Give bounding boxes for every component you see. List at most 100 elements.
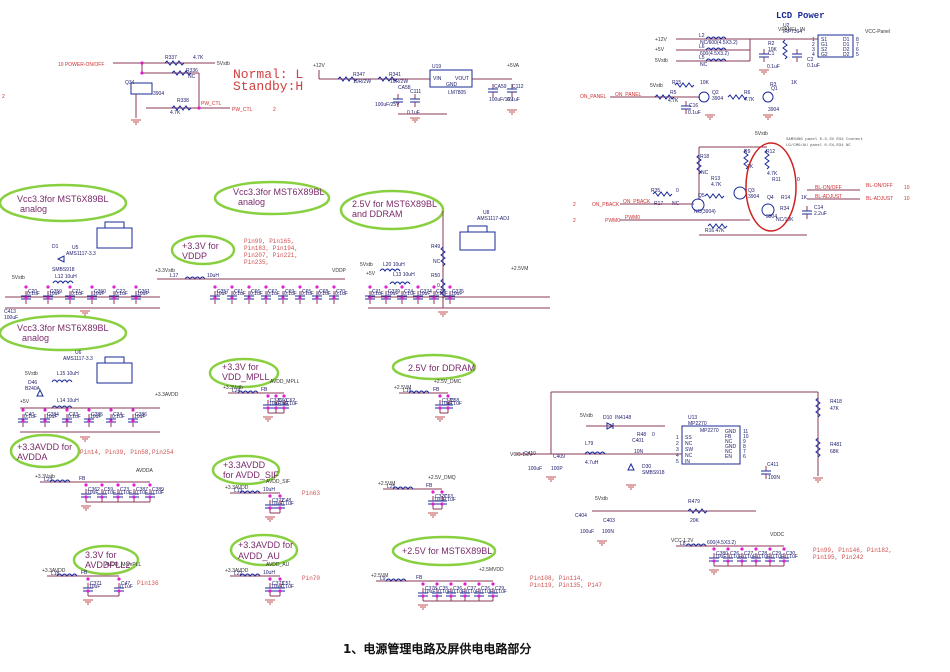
pin-note-vddp-3: Pin207, Pin221, xyxy=(244,252,298,259)
q5-type: NC(3904) xyxy=(694,209,716,215)
ca58-value: 100uF/25V xyxy=(375,102,400,108)
junction-dot xyxy=(109,408,113,412)
u13-pin-right: GND xyxy=(725,444,737,450)
ground-icon xyxy=(708,569,720,575)
u13-label: U13 xyxy=(688,415,697,421)
r13-value: 4.7K xyxy=(711,182,722,188)
r14-value: 1K xyxy=(801,195,808,201)
q4-label: Q4 xyxy=(767,195,774,201)
cap-value: 10uF xyxy=(419,291,430,297)
cap-label: C377 xyxy=(435,494,447,500)
bl-onoff-port[interactable]: BL-ON/OFF xyxy=(866,183,893,189)
ground-icon xyxy=(82,599,94,605)
cap-label: C63 xyxy=(444,494,453,500)
d46-label: D46 xyxy=(28,380,37,386)
bubble-vcc33-analog-1-line1: Vcc3.3for MST6X89BL xyxy=(17,194,109,204)
bl-adjust-port[interactable]: BL-ADJUST xyxy=(866,196,893,202)
junction-dot xyxy=(384,285,388,289)
junction-dot xyxy=(21,419,25,423)
cap-label: C384 xyxy=(47,412,59,418)
junction-dot xyxy=(134,296,138,300)
u13-pin-right: NC xyxy=(725,439,733,445)
inductor-label: L18 xyxy=(51,571,60,577)
junction-dot xyxy=(400,296,404,300)
l15-label: L15 10uH xyxy=(57,371,79,377)
on-pback-port[interactable]: ON_PBACK xyxy=(592,202,620,208)
net-vcc12-mp: VCC-1.2V xyxy=(510,452,533,458)
cap-label: C47 xyxy=(121,581,130,587)
junction-dot xyxy=(278,577,282,581)
cap-value: 10uF xyxy=(424,589,435,595)
cap-value: 0.1uF xyxy=(335,291,348,297)
junction-dot xyxy=(116,495,120,499)
d30-part: SMBS918 xyxy=(642,470,665,476)
junction-dot xyxy=(726,547,730,551)
cap-value: 0.1uF xyxy=(281,501,294,507)
u13-mp2270 xyxy=(681,425,741,465)
net-vcc-panel: VCC-Panel xyxy=(865,29,890,35)
junction-dot xyxy=(278,589,282,593)
l6-value: 600(4.5X3.2) xyxy=(700,51,729,57)
junction-dot xyxy=(281,296,285,300)
cap-value: 0.1uF xyxy=(24,414,37,420)
q1-transistor xyxy=(762,91,774,103)
cap-label: C371 xyxy=(90,581,102,587)
junction-dot xyxy=(65,408,69,412)
junction-dot xyxy=(768,559,772,563)
power-on-off-port[interactable]: 10 POWER-ON/OFF xyxy=(58,62,104,68)
cap-value: 10uF xyxy=(134,414,145,420)
bubble-avdda-line1: +3.3AVDD for xyxy=(17,442,72,452)
q2-label: Q2 xyxy=(712,90,719,96)
r35-label: R35 xyxy=(651,188,660,194)
cap-value: 10uF xyxy=(87,490,98,496)
pw-ctl-port[interactable]: PW_CTL xyxy=(232,107,253,113)
cap-label: C26 xyxy=(730,551,739,557)
cap-label: C28 xyxy=(758,551,767,557)
junction-dot xyxy=(431,502,435,506)
u13-part-inner: MP2270 xyxy=(700,428,719,434)
cap-label: C374 xyxy=(420,289,432,295)
l2-value: NC/600(4.5X3.2) xyxy=(700,40,738,46)
bead-label: FB xyxy=(426,483,433,489)
r18-value: NC xyxy=(701,170,709,176)
net-on-pback: ON_PBACK xyxy=(623,199,651,205)
u13-pin-num-left: 2 xyxy=(676,441,679,447)
l20-label: L20 10uH xyxy=(383,262,405,268)
junction-dot xyxy=(134,285,138,289)
r34-value: NC/10K xyxy=(776,217,794,223)
pin-note-vddp-2: Pin183, Pin194, xyxy=(244,245,298,252)
pwm-port[interactable]: PWM0 xyxy=(605,218,620,224)
ca59-label: CA59 xyxy=(494,84,507,90)
cap-label: C386 xyxy=(135,412,147,418)
ground-icon xyxy=(262,416,274,422)
net-vpanel-in: VPANEL_IN xyxy=(778,27,806,33)
u19-gnd: GND xyxy=(446,82,458,88)
junction-dot xyxy=(754,547,758,551)
cap-value: 10uF xyxy=(387,291,398,297)
c413-label: C413 xyxy=(4,309,16,315)
junction-dot xyxy=(132,495,136,499)
net-5vstb-u5: 5Vstb xyxy=(12,275,25,281)
r14-label: R14 xyxy=(781,195,790,201)
bead-label: FB xyxy=(416,575,423,581)
inductor-label: L23 xyxy=(44,477,53,483)
cap-label: C389 xyxy=(152,487,164,493)
junction-dot xyxy=(100,483,104,487)
r15-label: R15 xyxy=(672,80,681,86)
u2-part: IRF7314 xyxy=(783,29,802,35)
on-panel-port[interactable]: ON_PANEL xyxy=(580,94,607,100)
cap-label: C33 xyxy=(69,412,78,418)
d46-diode xyxy=(36,388,44,397)
cap-label: C22 xyxy=(116,289,125,295)
cap-value: 0.1uF xyxy=(135,490,148,496)
junction-dot xyxy=(298,285,302,289)
u8-regulator-block: U8 AMS1117-ADJ R49 NC R50 0 5Vstb +5V L2… xyxy=(360,210,550,317)
net-5vstb-u8: 5Vstb xyxy=(360,262,373,268)
cap-label: C30 xyxy=(786,551,795,557)
u2-pin-right: D1 xyxy=(843,37,850,43)
c112-value: 0.1uF xyxy=(507,97,520,103)
src-12v: +12V xyxy=(655,37,667,43)
power-on-block: 10 POWER-ON/OFF R337 4.7K 5Vstb R336 NC … xyxy=(58,55,303,125)
l5-value: NC xyxy=(700,62,708,68)
c14-label: C14 xyxy=(814,205,823,211)
